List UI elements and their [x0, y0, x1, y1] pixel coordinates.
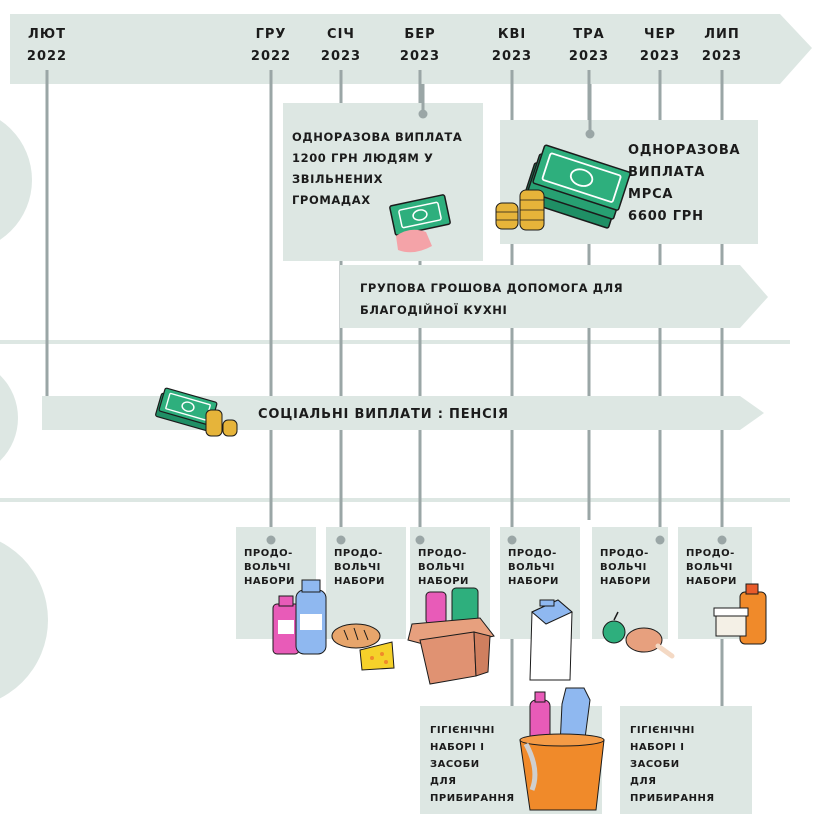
- milk-carton-icon: [529, 599, 573, 681]
- bread-cheese-icon: [331, 623, 395, 671]
- food-kit-5-line-3: НАБОРИ: [600, 576, 651, 587]
- month-label-may2023: ТРА: [573, 27, 604, 42]
- food-kit-2-line-3: НАБОРИ: [334, 576, 385, 587]
- hygiene-1-line-5: ПРИБИРАННЯ: [430, 793, 515, 804]
- month-label-mar2023: БЕР: [404, 27, 435, 42]
- food-kit-1-line-2: ВОЛЬЧІ: [244, 562, 291, 573]
- group-cash-line-1: ГРУПОВА ГРОШОВА ДОПОМОГА ДЛЯ: [360, 281, 623, 295]
- hygiene-kit-card-2: ГІГІЄНІЧНІ НАБОРІ І ЗАСОБИ ДЛЯ ПРИБИРАНН…: [620, 706, 752, 814]
- food-kit-1-line-3: НАБОРИ: [244, 576, 295, 587]
- section-marker-cash: [0, 120, 32, 240]
- month-label-jul2023: ЛИП: [704, 27, 740, 42]
- food-kit-4-line-1: ПРОДО-: [508, 548, 557, 559]
- mpca-line-4: 6600 ГРН: [628, 209, 704, 224]
- food-kit-3-line-2: ВОЛЬЧІ: [418, 562, 465, 573]
- food-kit-6-line-1: ПРОДО-: [686, 548, 735, 559]
- social-payments-bar: СОЦІАЛЬНІ ВИПЛАТИ : ПЕНСІЯ: [42, 387, 764, 437]
- food-kit-card-2: ПРОДО- ВОЛЬЧІ НАБОРИ: [326, 527, 406, 639]
- one-time-1200-line-2: 1200 ГРН ЛЮДЯМ У: [292, 151, 433, 165]
- year-label-jul2023: 2023: [702, 49, 742, 64]
- month-label-dec2022: ГРУ: [256, 27, 287, 42]
- one-time-1200-line-1: ОДНОРАЗОВА ВИПЛАТА: [292, 130, 462, 144]
- hygiene-2-line-3: ЗАСОБИ: [630, 759, 680, 770]
- pension-money-icon: [155, 387, 238, 437]
- money-stack-icon: [522, 144, 631, 229]
- year-label-feb2022: 2022: [27, 49, 67, 64]
- timeline-arrow: [10, 14, 812, 84]
- group-cash-line-2: БЛАГОДІЙНОЇ КУХНІ: [360, 302, 507, 317]
- year-label-jun2023: 2023: [640, 49, 680, 64]
- food-kit-4-line-3: НАБОРИ: [508, 576, 559, 587]
- month-labels: ЛЮТ 2022 ГРУ 2022 СІЧ 2023 БЕР 2023 КВІ 2023 ТРА 20…: [27, 27, 742, 64]
- month-label-feb2022: ЛЮТ: [28, 27, 66, 42]
- hygiene-2-line-4: ДЛЯ: [630, 776, 656, 787]
- food-kit-3-line-3: НАБОРИ: [418, 576, 469, 587]
- year-label-mar2023: 2023: [400, 49, 440, 64]
- mpca-line-1: ОДНОРАЗОВА: [628, 143, 740, 158]
- hygiene-1-line-1: ГІГІЄНІЧНІ: [430, 725, 495, 736]
- food-kit-2-line-1: ПРОДО-: [334, 548, 383, 559]
- one-time-mpca-card: ОДНОРАЗОВА ВИПЛАТА МРСА 6600 ГРН: [495, 84, 758, 244]
- mpca-line-2: ВИПЛАТА: [628, 165, 705, 180]
- coins-icon: [495, 189, 545, 231]
- hygiene-2-line-1: ГІГІЄНІЧНІ: [630, 725, 695, 736]
- hygiene-1-line-2: НАБОРІ І: [430, 742, 484, 753]
- group-cash-bar: ГРУПОВА ГРОШОВА ДОПОМОГА ДЛЯ БЛАГОДІЙНОЇ…: [340, 265, 768, 328]
- year-label-may2023: 2023: [569, 49, 609, 64]
- food-kit-5-line-1: ПРОДО-: [600, 548, 649, 559]
- hygiene-2-line-2: НАБОРІ І: [630, 742, 684, 753]
- social-payments-label: СОЦІАЛЬНІ ВИПЛАТИ : ПЕНСІЯ: [258, 407, 509, 422]
- hygiene-2-line-5: ПРИБИРАННЯ: [630, 793, 715, 804]
- food-kit-1-line-1: ПРОДО-: [244, 548, 293, 559]
- month-label-jan2023: СІЧ: [327, 27, 355, 42]
- apple-chicken-icon: [602, 611, 675, 659]
- food-kit-card-5: ПРОДО- ВОЛЬЧІ НАБОРИ: [592, 527, 668, 639]
- one-time-1200-line-4: ГРОМАДАХ: [292, 193, 371, 207]
- food-kit-6-line-2: ВОЛЬЧІ: [686, 562, 733, 573]
- section-marker-inkind: [0, 541, 48, 699]
- year-label-dec2022: 2022: [251, 49, 291, 64]
- mpca-line-3: МРСА: [628, 187, 673, 202]
- food-kit-5-line-2: ВОЛЬЧІ: [600, 562, 647, 573]
- one-time-1200-line-3: ЗВІЛЬНЕНИХ: [292, 172, 383, 186]
- oil-bottle-icon: [713, 583, 767, 645]
- food-bottles-icon: [272, 579, 327, 655]
- food-kit-6-line-3: НАБОРИ: [686, 576, 737, 587]
- hygiene-1-line-4: ДЛЯ: [430, 776, 456, 787]
- food-kit-2-line-2: ВОЛЬЧІ: [334, 562, 381, 573]
- cleaning-bucket-icon: [519, 687, 605, 811]
- hand-banknote-icon: [389, 194, 451, 253]
- year-label-jan2023: 2023: [321, 49, 361, 64]
- food-kit-card-6: ПРОДО- ВОЛЬЧІ НАБОРИ: [678, 527, 752, 639]
- hygiene-kit-card-1: ГІГІЄНІЧНІ НАБОРІ І ЗАСОБИ ДЛЯ ПРИБИРАНН…: [420, 687, 605, 814]
- hygiene-1-line-3: ЗАСОБИ: [430, 759, 480, 770]
- food-kit-3-line-1: ПРОДО-: [418, 548, 467, 559]
- section-marker-social: [0, 375, 18, 461]
- food-box-icon: [407, 587, 495, 685]
- month-label-apr2023: КВІ: [498, 27, 526, 42]
- one-time-1200-card: ОДНОРАЗОВА ВИПЛАТА 1200 ГРН ЛЮДЯМ У ЗВІЛ…: [283, 84, 483, 261]
- month-label-jun2023: ЧЕР: [644, 27, 676, 42]
- food-kit-4-line-2: ВОЛЬЧІ: [508, 562, 555, 573]
- year-label-apr2023: 2023: [492, 49, 532, 64]
